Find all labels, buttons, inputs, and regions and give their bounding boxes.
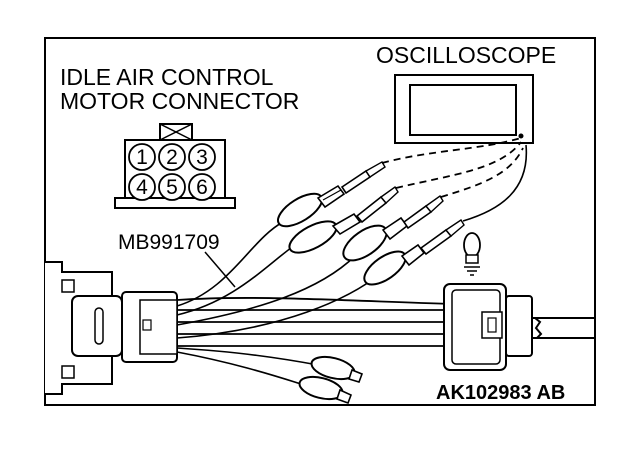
connector-face-icon (114, 123, 236, 209)
pin-number-6: 6 (196, 176, 208, 199)
probe-clip-5 (310, 355, 364, 383)
ground-lead (462, 144, 528, 222)
motor-body-icon (45, 261, 123, 395)
connector-title-line1: IDLE AIR CONTROL (60, 64, 274, 90)
probe-clip-2 (288, 212, 362, 254)
probe-clip-1 (277, 184, 346, 228)
probe-wires-lower (176, 347, 319, 386)
pin-number-3: 3 (196, 146, 208, 169)
probe-clip-6 (298, 375, 353, 405)
diagram-frame (44, 37, 596, 406)
outgoing-cable (532, 317, 595, 339)
reference-code: AK102983 AB (436, 382, 566, 404)
pin-number-1: 1 (136, 146, 148, 169)
pin-number-4: 4 (136, 176, 148, 199)
test-harness-label: MB991709 (118, 231, 220, 254)
probe-clip-4 (363, 243, 426, 286)
harness-leader-line (204, 251, 236, 288)
probe-pins (340, 161, 465, 256)
left-harness-plug-icon (121, 291, 178, 363)
oscilloscope-label: OSCILLOSCOPE (376, 42, 557, 68)
pin-number-2: 2 (166, 146, 178, 169)
test-lamp-icon (463, 232, 481, 276)
pin-number-5: 5 (166, 176, 178, 199)
oscilloscope-test-leads (381, 137, 524, 198)
oscilloscope-icon (394, 74, 534, 144)
harness-cable-bundle (176, 297, 453, 347)
connector-title-line2: MOTOR CONNECTOR (60, 88, 300, 114)
right-harness-connector-icon (443, 283, 533, 371)
